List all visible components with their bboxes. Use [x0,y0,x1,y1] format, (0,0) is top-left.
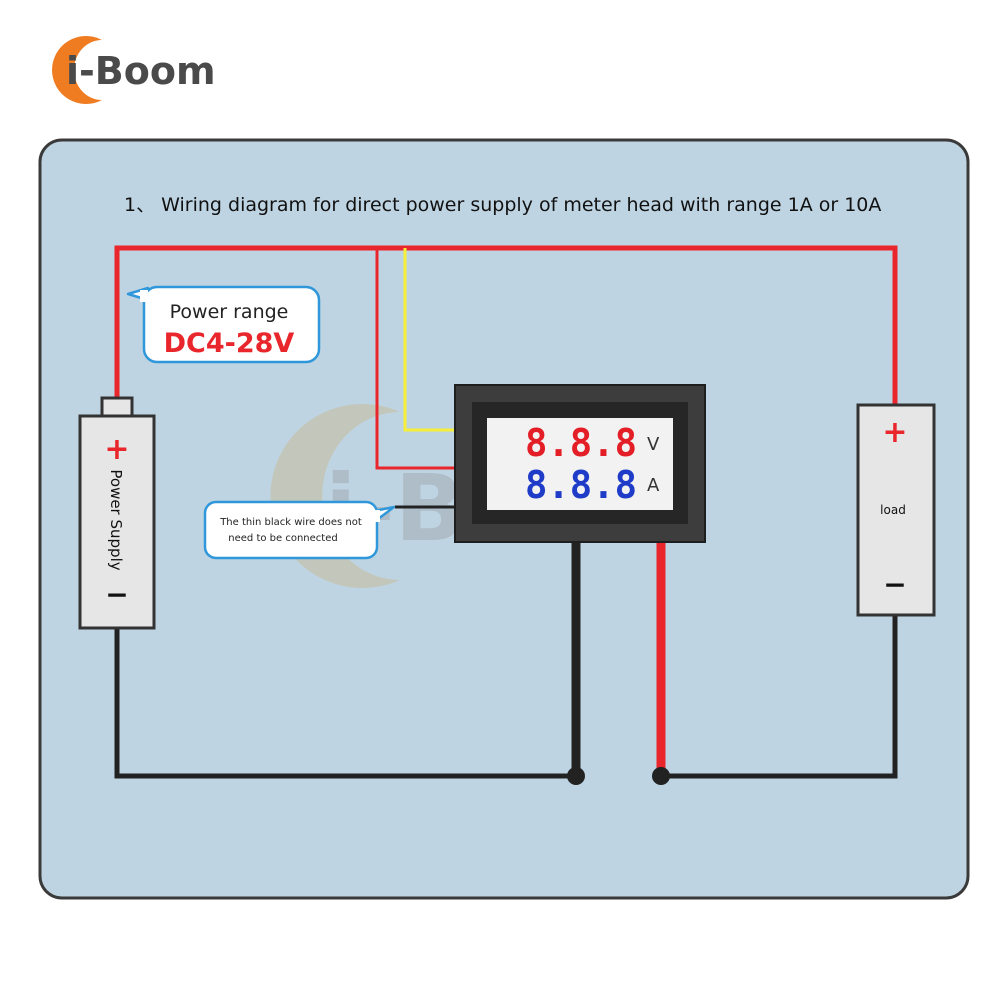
power-supply-plus: + [104,432,129,467]
current-readout: 8.8.8 [525,463,637,507]
wires [114,245,898,779]
load: + load − [856,403,936,617]
voltage-readout: 8.8.8 [525,421,637,465]
voltage-unit: V [647,434,660,455]
power-range-label: Power range [170,301,289,323]
junction-black [567,767,585,785]
diagram-title: 1、 Wiring diagram for direct power suppl… [124,194,881,216]
load-minus: − [883,568,906,601]
battery-terminal [100,396,134,418]
power-supply: + Power Supply − [78,396,156,630]
power-supply-label: Power Supply [107,469,125,570]
note-joint [372,510,380,522]
logo-swoosh-icon [52,36,102,104]
meter-head: 8.8.8 V 8.8.8 A [454,384,706,543]
brand-logo: i-Boom [52,36,216,104]
black-wire-load-negative [661,615,898,779]
battery-body [78,414,156,630]
load-label: load [880,503,906,517]
power-supply-minus: − [105,578,128,611]
thin-wire-note-callout: The thin black wire does not need to be … [203,500,396,560]
red-wire-meter-power [375,248,457,470]
bubble-joint [140,290,148,302]
meter-screen [487,418,673,510]
load-body [856,403,936,617]
thin-wire-note-box [203,500,379,560]
logo-text: i-Boom [66,49,216,93]
power-range-callout: Power range DC4-28V [126,285,321,364]
red-wire-supply-to-load [114,245,898,405]
current-unit: A [647,475,660,496]
junction-red [652,767,670,785]
thin-wire-note-line2: need to be connected [228,533,337,544]
black-wire-supply-negative [114,628,576,779]
power-range-box [142,285,321,364]
thin-wire-note-line1: The thin black wire does not [219,517,362,528]
load-plus: + [882,415,907,450]
power-range-value: DC4-28V [164,328,295,359]
yellow-wire-meter-sense [403,248,457,432]
